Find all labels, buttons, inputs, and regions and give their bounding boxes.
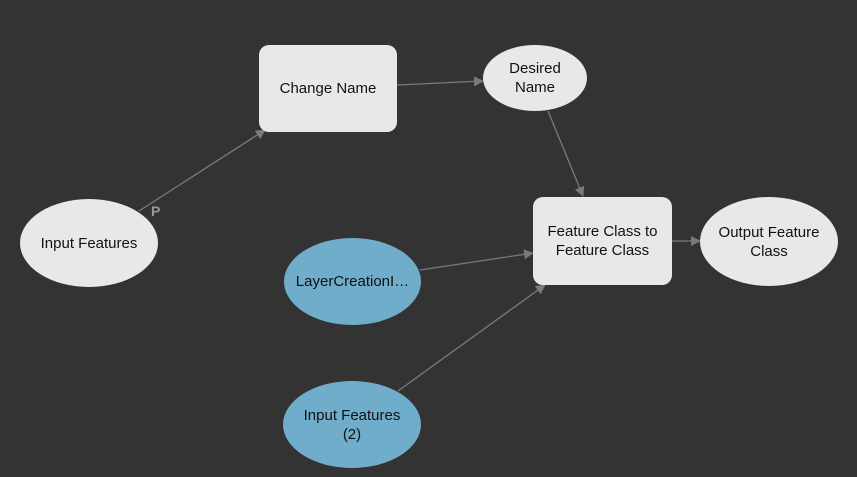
node-desired-name[interactable]: Desired Name (483, 45, 587, 111)
connector-desired-name-to-fc-to-fc (547, 110, 585, 197)
node-label: Change Name (279, 80, 377, 97)
node-input-features[interactable]: Input Features (20, 199, 158, 287)
node-label: Output Feature Class (718, 223, 820, 260)
connector-input-features-2-to-fc-to-fc (397, 284, 546, 392)
node-label: Input Features (2) (303, 406, 401, 443)
parameter-marker: P (151, 203, 161, 219)
node-label: Desired Name (509, 60, 561, 96)
node-output-feature-class[interactable]: Output Feature Class (700, 197, 838, 286)
connector-input-features-to-change-name (138, 129, 266, 212)
connector-change-name-to-desired-name (396, 76, 484, 87)
node-input-features-2[interactable]: Input Features (2) (283, 381, 421, 468)
node-layer-creation-input[interactable]: LayerCreationI… (284, 238, 421, 325)
node-change-name-tool[interactable]: Change Name (259, 45, 397, 132)
node-label: Feature Class to Feature Class (547, 223, 658, 259)
node-label: LayerCreationI… (295, 273, 410, 290)
node-label: Input Features (40, 234, 138, 252)
node-feature-class-to-feature-class-tool[interactable]: Feature Class to Feature Class (533, 197, 672, 285)
connector-layer-creation-to-fc-to-fc (419, 249, 534, 271)
